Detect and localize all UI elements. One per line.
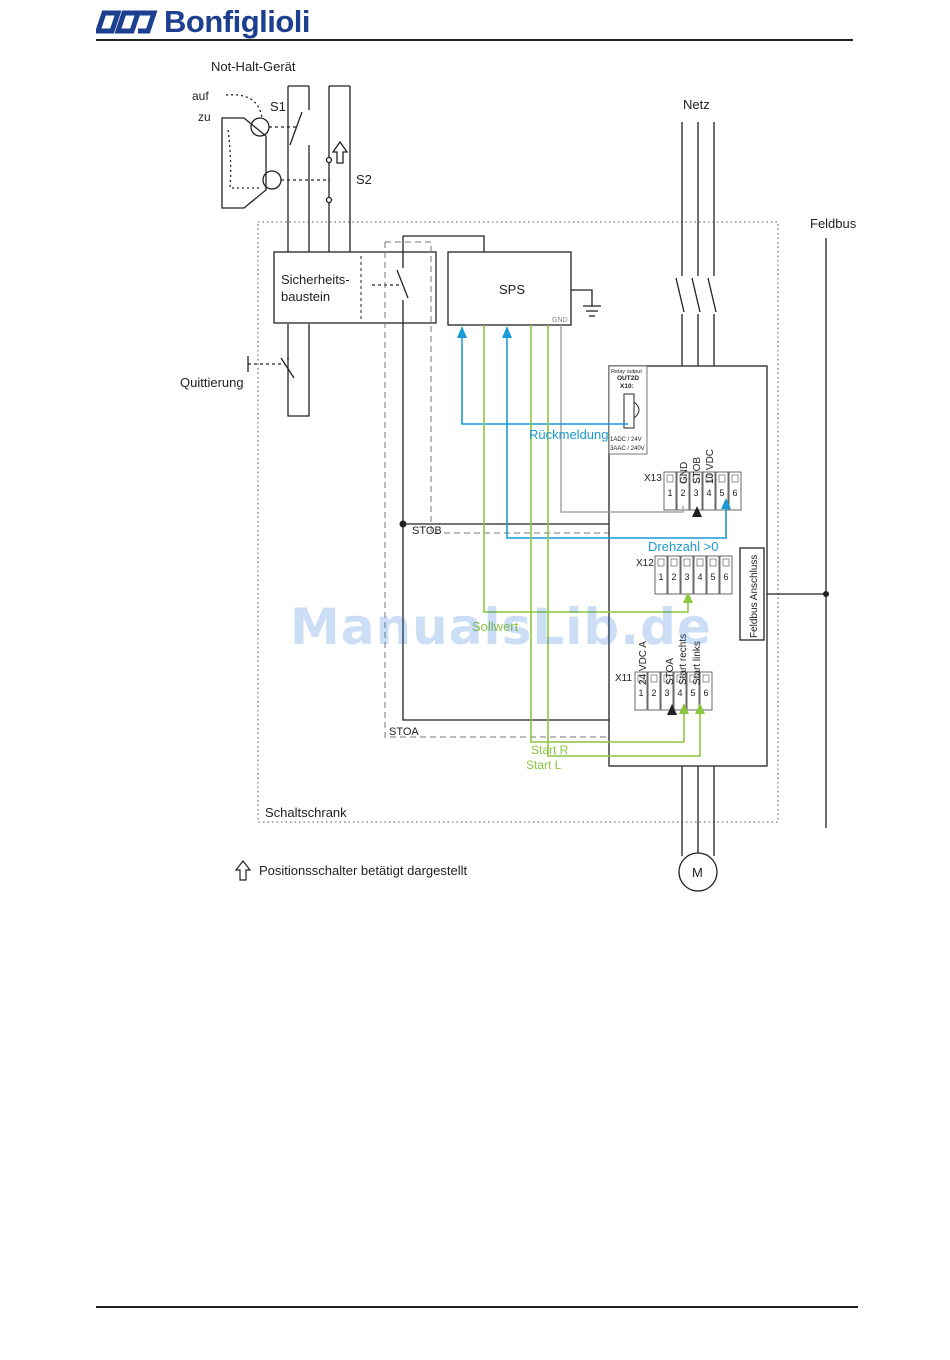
control-cabinet-boundary — [257, 221, 779, 823]
label-relay-1: Relay output — [611, 369, 642, 375]
terminal-number: 5 — [720, 488, 725, 498]
label-s2: S2 — [356, 172, 372, 187]
label-schaltschrank: Schaltschrank — [265, 805, 347, 820]
terminal-screw — [637, 674, 645, 683]
terminal-screw — [663, 674, 671, 683]
label-x11-24vdc: 24 VDC A — [638, 641, 649, 685]
terminal-number: 2 — [681, 488, 686, 498]
label-gnd-small: GND — [552, 317, 568, 324]
terminal-screw — [657, 558, 665, 567]
chain-logo-icon — [96, 10, 158, 34]
label-drehzahl: Drehzahl >0 — [648, 539, 718, 554]
label-x13-stob: STOB — [692, 457, 703, 484]
label-start-r: Start R — [531, 743, 569, 757]
brand-logo: Bonfiglioli — [96, 4, 311, 40]
label-not-halt: Not-Halt-Gerät — [211, 59, 296, 74]
label-s1: S1 — [270, 99, 286, 114]
label-feldbus: Feldbus — [810, 216, 857, 231]
ground-icon — [571, 289, 601, 317]
terminal-number: 4 — [698, 572, 703, 582]
terminal-screw — [650, 674, 658, 683]
emergency-stop-device — [221, 94, 330, 209]
terminal-number: 2 — [652, 688, 657, 698]
terminal-number: 6 — [733, 488, 738, 498]
terminal-number: 4 — [678, 688, 683, 698]
terminal-screw — [731, 474, 739, 483]
terminal-number: 3 — [685, 572, 690, 582]
label-relay-2: OUT2D — [617, 375, 639, 382]
terminal-number: 4 — [707, 488, 712, 498]
motor-symbol — [678, 852, 718, 892]
feedback-wires — [461, 336, 727, 539]
terminal-screw — [670, 558, 678, 567]
label-x11-start-rechts: Start rechts — [678, 634, 689, 685]
label-x13-10vdc: 10 VDC — [705, 449, 716, 484]
terminal-screw — [702, 674, 710, 683]
header-rule — [96, 39, 853, 41]
label-stoa: STOA — [389, 726, 419, 738]
label-x13-gnd: GND — [679, 462, 690, 484]
label-relay-3: X10: — [620, 383, 634, 390]
label-relay-4: 1ADC / 24V — [610, 437, 642, 443]
label-motor: M — [692, 865, 703, 880]
terminal-screw — [722, 558, 730, 567]
terminal-screw — [676, 674, 684, 683]
label-x11-stoa: STOA — [665, 658, 676, 685]
terminal-number: 6 — [724, 572, 729, 582]
terminal-number: 2 — [672, 572, 677, 582]
label-safety-module-1: Sicherheits- — [281, 272, 350, 287]
terminal-screw — [683, 558, 691, 567]
terminal-number: 5 — [691, 688, 696, 698]
label-start-l: Start L — [526, 758, 562, 772]
terminal-number: 6 — [704, 688, 709, 698]
label-auf: auf — [192, 89, 209, 103]
footer-rule — [96, 1306, 858, 1308]
label-legend: Positionsschalter betätigt dargestellt — [259, 863, 468, 878]
s1-switch — [289, 86, 310, 252]
label-x11-start-links: Start links — [692, 641, 703, 685]
position-switch-arrow-icon — [331, 140, 349, 164]
label-relay-5: 3AAC / 240V — [610, 446, 645, 452]
watermark: ManualsLib.de — [290, 598, 712, 656]
terminal-screw — [689, 674, 697, 683]
legend-arrow-icon — [234, 860, 252, 881]
fieldbus-connector-box — [739, 547, 765, 641]
relay-output-block — [608, 365, 648, 455]
label-x12: X12 — [636, 558, 654, 569]
safety-module-box — [273, 251, 437, 324]
terminal-screw — [718, 474, 726, 483]
label-rueckmeldung: Rückmeldung — [529, 427, 609, 442]
label-x11: X11 — [615, 673, 632, 684]
terminal-number: 3 — [694, 488, 699, 498]
control-wires — [483, 325, 701, 757]
label-quittierung: Quittierung — [180, 375, 244, 390]
gnd-wire — [560, 325, 684, 513]
terminal-number: 1 — [668, 488, 673, 498]
terminal-screw — [666, 474, 674, 483]
terminal-screw — [709, 558, 717, 567]
label-sollwert: Sollwert — [472, 619, 519, 634]
plc-box — [447, 251, 572, 326]
terminal-screw — [696, 558, 704, 567]
junction-dot — [399, 520, 407, 528]
brand-name: Bonfiglioli — [164, 4, 311, 39]
label-x13: X13 — [644, 473, 662, 484]
terminal-number: 1 — [639, 688, 644, 698]
label-feldbus-anschluss: Feldbus Anschluss — [749, 555, 760, 638]
terminal-number: 1 — [659, 572, 664, 582]
label-stob: STOB — [412, 525, 442, 537]
label-netz: Netz — [683, 97, 710, 112]
label-safety-module-2: baustein — [281, 289, 330, 304]
terminal-screw — [705, 474, 713, 483]
mains-lines — [675, 122, 717, 856]
label-sps: SPS — [499, 282, 525, 297]
terminal-screw — [692, 474, 700, 483]
terminal-number: 3 — [665, 688, 670, 698]
terminal-number: 5 — [711, 572, 716, 582]
terminal-screw — [679, 474, 687, 483]
label-zu: zu — [198, 110, 211, 124]
